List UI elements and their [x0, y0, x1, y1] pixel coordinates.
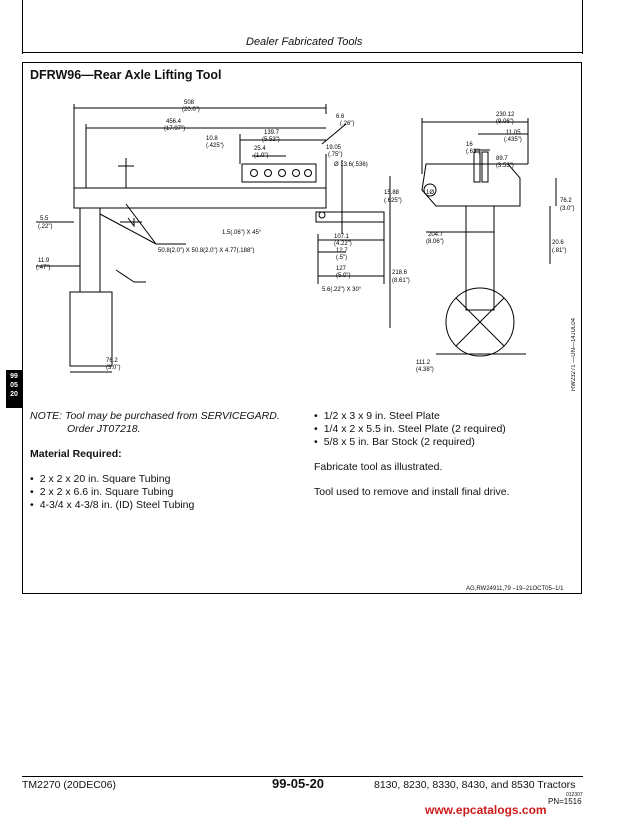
- dim-23012-in: (9.06"): [496, 119, 514, 125]
- dim-tube-size: 50.8(2.0") X 50.8(2.0") X 4.77(.188"): [158, 248, 254, 254]
- dim-1112-in: (4.38"): [416, 367, 434, 373]
- section-tab: 99 05 20: [6, 370, 22, 408]
- footer-pn: PN=1516: [548, 797, 582, 806]
- tool-drawing: 508 (20.0") 456.4 (17.97") 139.7 (5.53")…: [36, 100, 574, 373]
- dim-66-in: (.26"): [340, 121, 354, 127]
- note-line-1: NOTE: Tool may be purchased from SERVICE…: [30, 410, 280, 422]
- dim-127: 127: [336, 266, 347, 272]
- tab-line-2: 05: [10, 382, 18, 389]
- watermark-site[interactable]: www.epcatalogs.com: [425, 803, 547, 817]
- dim-254-in: (1.0"): [254, 153, 268, 159]
- dim-1112: 111.2: [416, 360, 431, 366]
- list-item: 4-3/4 x 4-3/8 in. (ID) Steel Tubing: [30, 499, 195, 512]
- dim-1588-in: (.625"): [384, 198, 402, 204]
- list-item: 1/4 x 2 x 5.5 in. Steel Plate (2 require…: [314, 423, 506, 436]
- section-title: DFRW96—Rear Axle Lifting Tool: [30, 68, 222, 82]
- header-bottom-rule: [22, 52, 583, 53]
- tool-use-text: Tool used to remove and install final dr…: [314, 486, 510, 498]
- footer-models: 8130, 8230, 8330, 8430, and 8530 Tractor…: [374, 779, 576, 791]
- note-line-2: Order JT07218.: [67, 423, 141, 435]
- dim-254: 25.4: [254, 146, 266, 152]
- list-item: 1/2 x 3 x 9 in. Steel Plate: [314, 410, 506, 423]
- dim-762b: 76.2: [560, 198, 572, 204]
- dim-55-in: (.22"): [38, 224, 52, 230]
- footer-rule: [22, 776, 583, 777]
- dim-2047-in: (8.06"): [426, 239, 444, 245]
- dim-2186: 218.6: [392, 270, 408, 276]
- dim-119-in: (.47"): [36, 265, 50, 271]
- bottom-tube: [69, 291, 113, 367]
- dim-127a-in: (.5"): [336, 255, 347, 261]
- list-item: 2 x 2 x 20 in. Square Tubing: [30, 473, 194, 486]
- dim-107: 107.1: [334, 234, 350, 240]
- dim-897: 89.7: [496, 156, 508, 162]
- leg-tube: [79, 207, 101, 293]
- dim-1105-in: (.435"): [504, 137, 522, 143]
- dim-108: 10.8: [206, 136, 218, 142]
- drawing-ref-code: RW23271 —UN—14JUL04: [571, 318, 577, 391]
- header-right-rule: [582, 0, 583, 54]
- section-frame: [22, 62, 582, 594]
- materials-heading: Material Required:: [30, 448, 122, 460]
- dim-12: 1Ø: [426, 190, 434, 196]
- footer-code: 012307: [566, 792, 583, 798]
- dim-23012: 230.12: [496, 112, 515, 118]
- materials-list-left: 2 x 2 x 20 in. Square Tubing 2 x 2 x 6.6…: [30, 473, 195, 512]
- list-item: 2 x 2 x 6.6 in. Square Tubing: [30, 486, 194, 499]
- dim-456-in: (17.97"): [164, 126, 185, 132]
- dim-508: 508: [184, 100, 195, 106]
- dim-897-in: (3.53"): [496, 163, 514, 169]
- dim-2047: 204.7: [428, 232, 444, 238]
- dim-108-in: (.425"): [206, 143, 224, 149]
- dim-139-in: (5.53"): [262, 137, 280, 143]
- dim-206-in: (.81"): [552, 248, 566, 254]
- fabricate-text: Fabricate tool as illustrated.: [314, 461, 443, 473]
- tab-line-3: 20: [10, 391, 18, 398]
- dim-127a: 12.7: [336, 248, 348, 254]
- dim-762-in: (3.0"): [106, 365, 120, 371]
- dim-1105: 11.05: [506, 130, 521, 136]
- dim-456: 456.4: [166, 119, 182, 125]
- list-item: 5/8 x 5 in. Bar Stock (2 required): [314, 436, 506, 449]
- materials-list-right: 1/2 x 3 x 9 in. Steel Plate 1/4 x 2 x 5.…: [314, 410, 506, 449]
- dim-56: 5.6(.22") X 30°: [322, 287, 362, 293]
- reference-code: AG,RW24911,79 –19–21OCT05–1/1: [466, 586, 564, 592]
- dim-16: 16: [466, 142, 473, 148]
- dim-139: 139.7: [264, 130, 280, 136]
- dim-119: 11.9: [38, 258, 50, 264]
- dim-762: 76.2: [106, 358, 118, 364]
- tab-line-1: 99: [10, 373, 18, 380]
- dim-55: 5.5: [40, 216, 49, 222]
- dim-1905-in: (.75"): [328, 152, 342, 158]
- main-tube: [73, 187, 327, 209]
- header-left-rule: [22, 0, 23, 54]
- dim-136: Ø 13.6(.536): [334, 162, 368, 168]
- dim-1588: 15.88: [384, 190, 400, 196]
- dim-127-in: (5.0"): [336, 273, 350, 279]
- footer-page-number: 99-05-20: [272, 776, 325, 791]
- bar-stock: [315, 211, 385, 223]
- dim-508-in: (20.0"): [182, 107, 200, 113]
- dim-762b-in: (3.0"): [560, 206, 574, 212]
- dim-206: 20.6: [552, 240, 564, 246]
- dim-16-in: (.63"): [466, 149, 480, 155]
- footer-manual: TM2270 (20DEC06): [22, 779, 116, 791]
- dim-66: 6.6: [336, 114, 345, 120]
- dim-107-in: (4.22"): [334, 241, 352, 247]
- dim-2186-in: (8.61"): [392, 278, 410, 284]
- dim-chamfer: 1.5(.06") X 45°: [222, 230, 262, 236]
- header-title: Dealer Fabricated Tools: [246, 36, 363, 48]
- dim-1905: 19.05: [326, 145, 342, 151]
